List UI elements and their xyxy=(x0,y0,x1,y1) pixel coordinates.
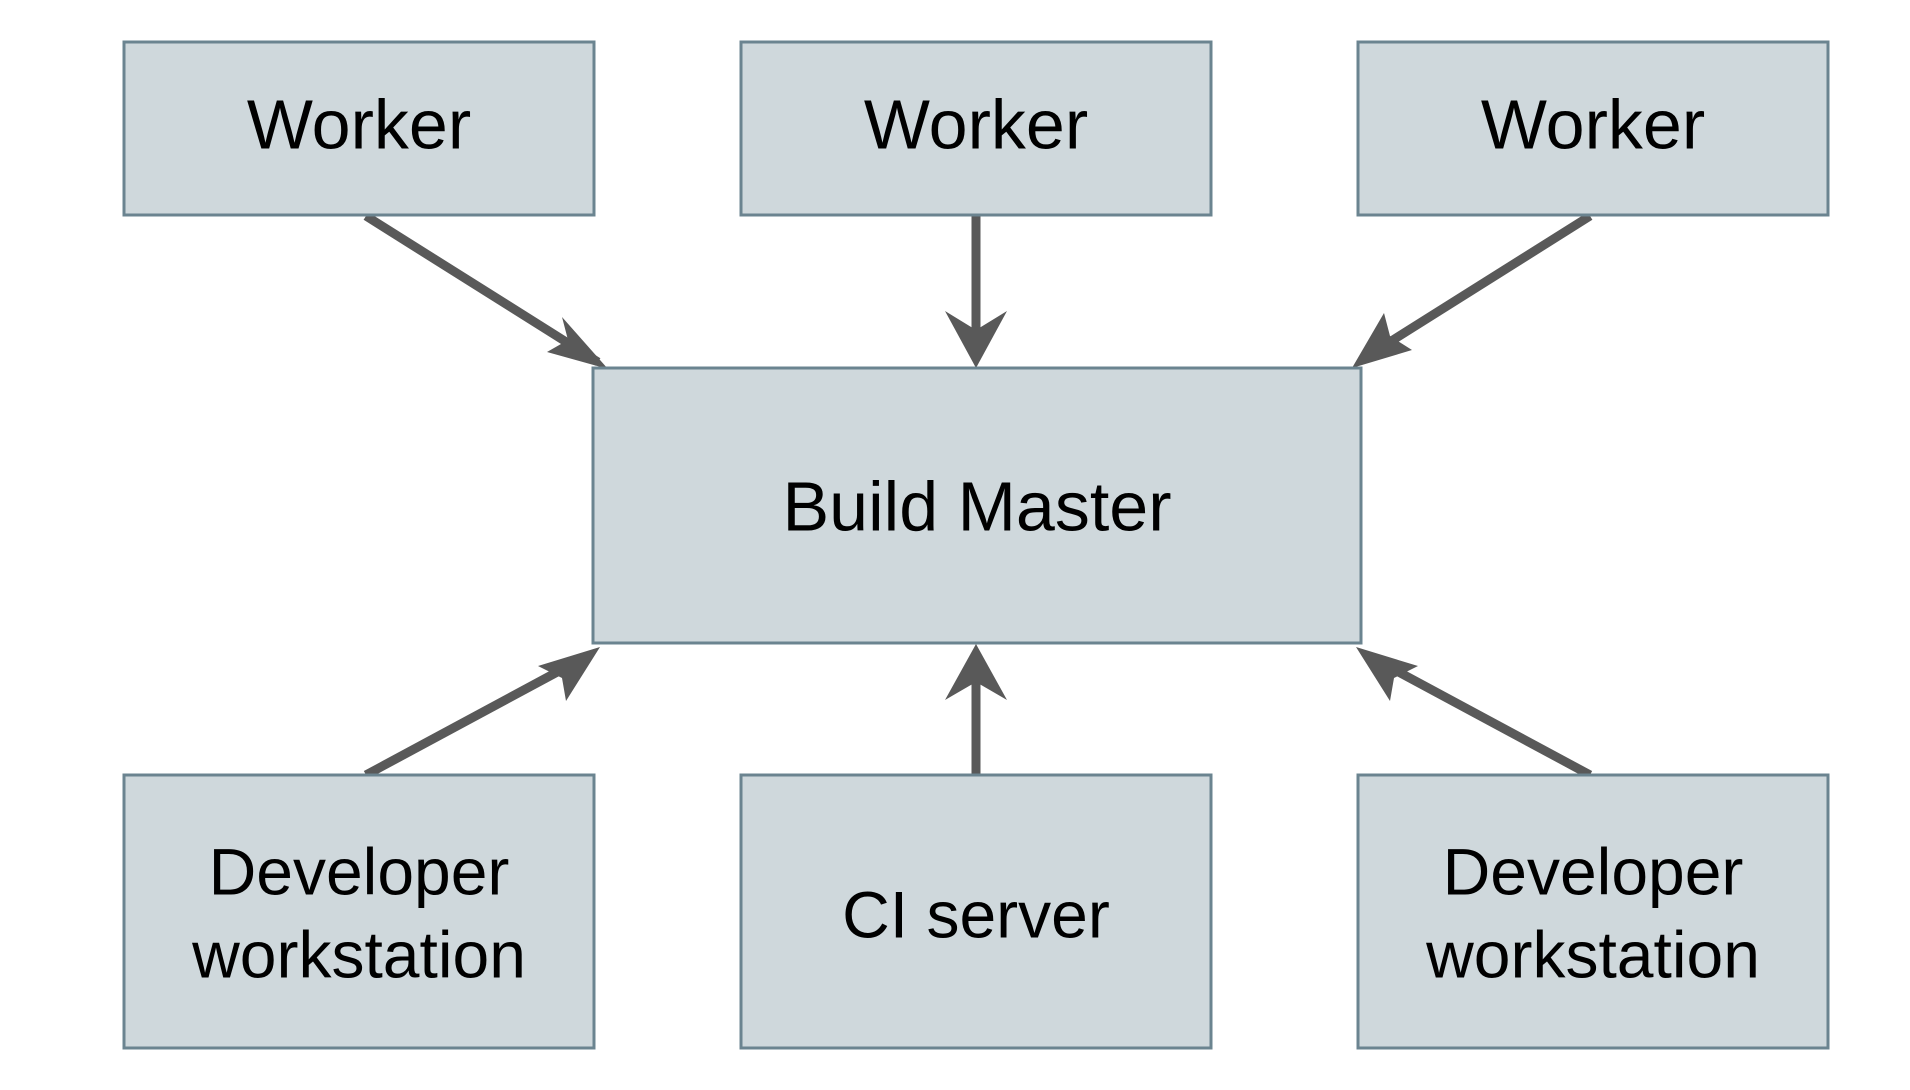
node-label-line-2: workstation xyxy=(191,917,526,991)
node-box[interactable] xyxy=(122,773,596,1050)
node-label-line-2: workstation xyxy=(1425,917,1760,991)
node-worker-3[interactable]: Worker xyxy=(1356,40,1830,217)
edge-line xyxy=(363,659,577,779)
node-developer-workstation-left[interactable]: Developer workstation xyxy=(122,773,596,1050)
edge-line xyxy=(363,212,601,366)
node-box[interactable] xyxy=(739,40,1213,217)
node-build-master[interactable]: Build Master xyxy=(591,366,1363,645)
node-box[interactable] xyxy=(739,773,1213,1050)
node-label: Worker xyxy=(864,85,1088,163)
node-label-line-1: Developer xyxy=(209,834,510,908)
node-label: Worker xyxy=(1481,85,1705,163)
edge-devleft-to-master xyxy=(363,647,600,779)
node-layer: Worker Worker Worker Build Master Develo… xyxy=(122,40,1830,1050)
edge-worker3-to-master xyxy=(1352,212,1593,368)
edge-line xyxy=(1379,659,1593,779)
node-label: CI server xyxy=(842,877,1110,951)
node-box[interactable] xyxy=(1356,773,1830,1050)
edge-arrowhead xyxy=(1356,647,1418,701)
node-box[interactable] xyxy=(122,40,596,217)
node-label: Build Master xyxy=(782,467,1171,545)
edge-arrowhead xyxy=(538,647,600,701)
edge-arrowhead xyxy=(945,644,1007,700)
node-worker-1[interactable]: Worker xyxy=(122,40,596,217)
edge-layer xyxy=(363,212,1593,779)
edge-worker1-to-master xyxy=(363,212,608,369)
node-label: Worker xyxy=(247,85,471,163)
edge-ci-to-master xyxy=(945,644,1007,775)
edge-devright-to-master xyxy=(1356,647,1593,779)
edge-arrowhead xyxy=(1352,313,1412,368)
edge-arrowhead xyxy=(945,311,1007,368)
edge-line xyxy=(1363,212,1593,361)
node-label-line-1: Developer xyxy=(1443,834,1744,908)
edge-arrowhead xyxy=(547,317,608,369)
node-ci-server[interactable]: CI server xyxy=(739,773,1213,1050)
edge-worker2-to-master xyxy=(945,216,1007,368)
node-box[interactable] xyxy=(591,366,1363,645)
node-box[interactable] xyxy=(1356,40,1830,217)
node-developer-workstation-right[interactable]: Developer workstation xyxy=(1356,773,1830,1050)
node-worker-2[interactable]: Worker xyxy=(739,40,1213,217)
